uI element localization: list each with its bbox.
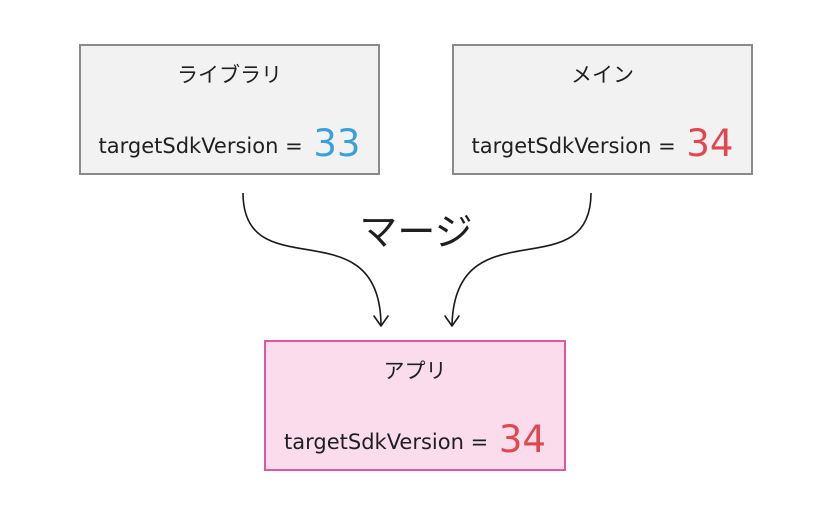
library-target-sdk: targetSdkVersion = 33 xyxy=(81,124,378,166)
app-value: 34 xyxy=(498,418,546,461)
main-target-sdk: targetSdkVersion = 34 xyxy=(454,124,751,166)
library-title: ライブラリ xyxy=(177,63,282,87)
library-value: 33 xyxy=(313,122,361,165)
library-box: ライブラリ targetSdkVersion = 33 xyxy=(79,44,380,175)
main-box: メイン targetSdkVersion = 34 xyxy=(452,44,753,175)
app-target-sdk: targetSdkVersion = 34 xyxy=(266,420,564,462)
merge-label: マージ xyxy=(359,210,473,254)
arrow-main-to-app xyxy=(451,192,592,326)
app-label: targetSdkVersion = xyxy=(284,430,489,454)
arrowhead-library xyxy=(373,315,389,327)
library-label: targetSdkVersion = xyxy=(98,134,303,158)
main-value: 34 xyxy=(686,122,734,165)
arrowhead-main xyxy=(444,315,460,327)
main-title: メイン xyxy=(571,63,634,87)
main-label: targetSdkVersion = xyxy=(471,134,676,158)
arrow-library-to-app xyxy=(242,192,382,326)
app-box: アプリ targetSdkVersion = 34 xyxy=(264,340,566,471)
app-title: アプリ xyxy=(383,359,447,383)
